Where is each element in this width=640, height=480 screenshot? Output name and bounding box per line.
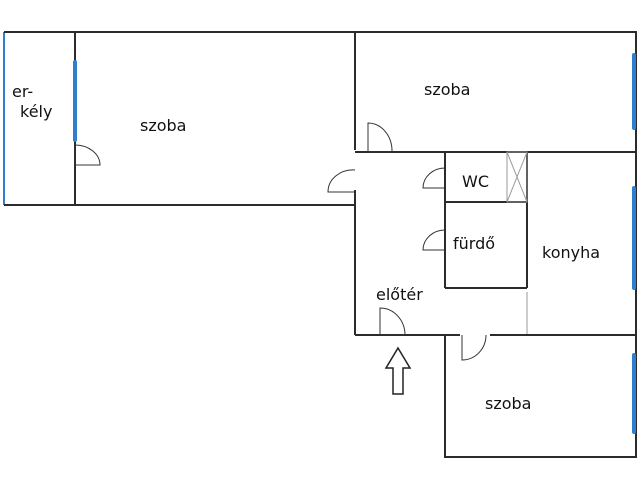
shaft-cross-b	[506, 151, 528, 203]
label-room-top-right: szoba	[424, 80, 470, 99]
label-room-bottom: szoba	[485, 394, 531, 413]
balcony	[3, 31, 75, 206]
shaft-box	[506, 151, 528, 203]
label-kitchen: konyha	[542, 243, 600, 262]
door-bathroom	[422, 229, 446, 251]
label-balcony-1: er-	[12, 82, 33, 101]
label-bathroom: fürdő	[453, 234, 495, 253]
door-bottom-room	[461, 334, 487, 361]
door-left-room	[327, 169, 356, 193]
wc-shaft	[506, 151, 528, 203]
door-wc	[422, 167, 446, 189]
doors	[74, 122, 487, 361]
arrow-up-icon	[384, 346, 412, 395]
door-balcony	[74, 144, 101, 166]
label-room-left: szoba	[140, 116, 186, 135]
windows	[73, 53, 636, 434]
wall-left-room-top	[75, 31, 356, 150]
label-balcony-2: kély	[20, 102, 52, 121]
door-top-room	[367, 122, 393, 153]
label-hall: előtér	[376, 285, 423, 304]
wall-right-side	[355, 31, 637, 435]
label-wc: WC	[462, 172, 489, 191]
door-entrance	[379, 307, 406, 336]
wall-bottom-room	[444, 335, 637, 458]
